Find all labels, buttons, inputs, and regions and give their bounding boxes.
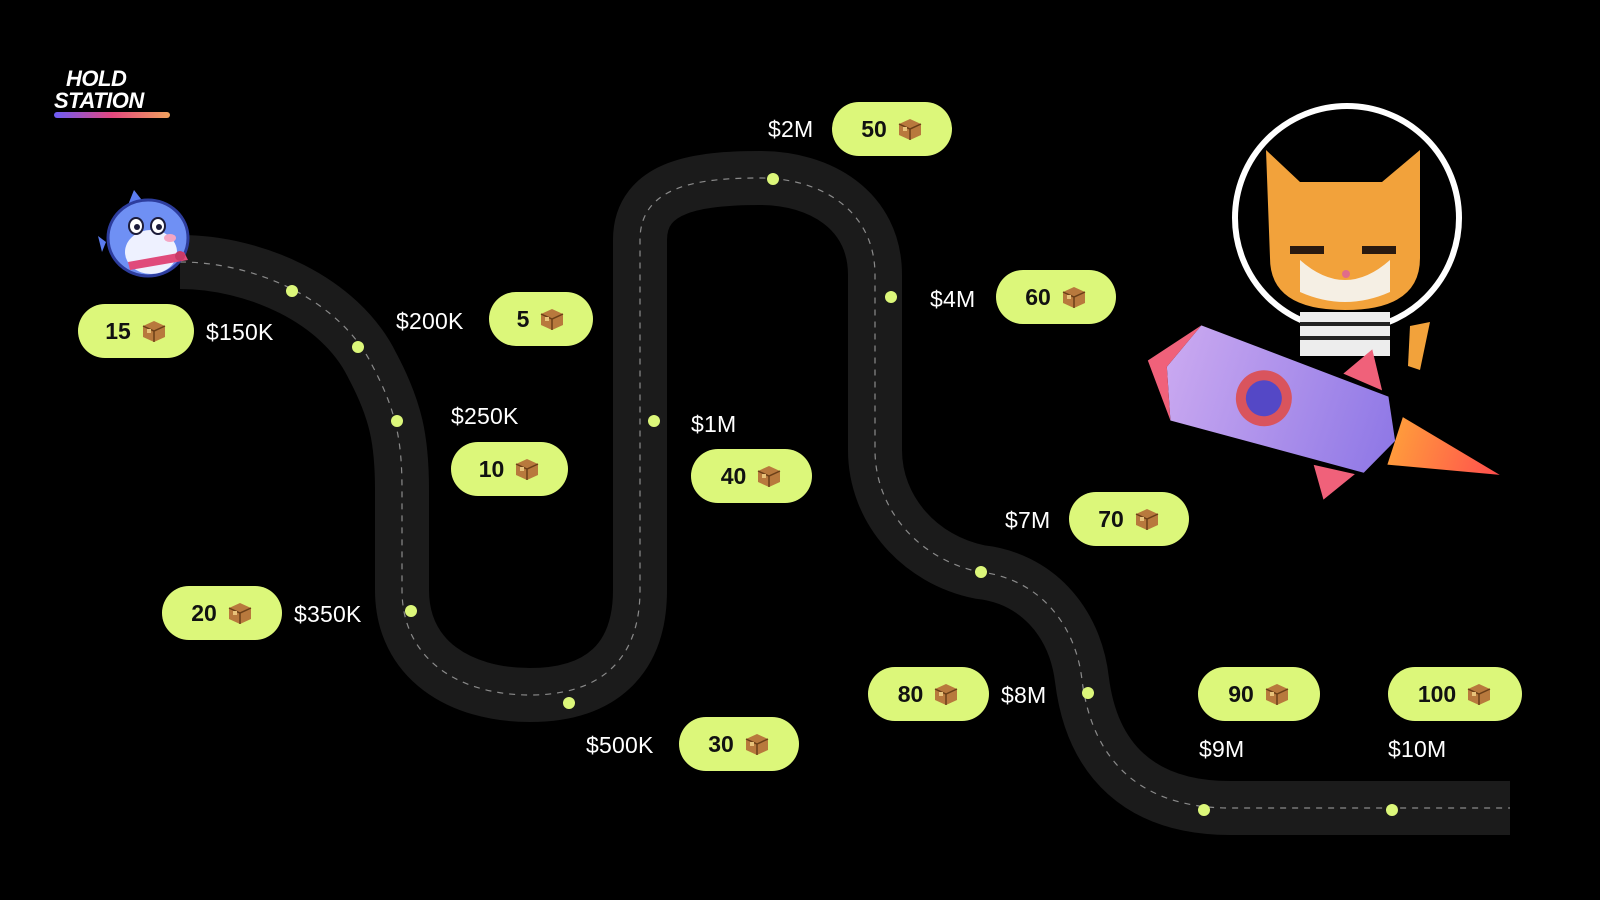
reward-pill: 30 [679, 717, 799, 771]
milestone-amount: $500K [586, 732, 654, 758]
checkpoint-dot-icon [405, 605, 417, 617]
checkpoint-dot-icon [1386, 804, 1398, 816]
reward-pill: 60 [996, 270, 1116, 324]
reward-count: 10 [478, 455, 505, 482]
milestone-amount: $10M [1388, 736, 1447, 762]
reward-pill: 15 [78, 304, 194, 358]
reward-pill: 90 [1198, 667, 1320, 721]
checkpoint-dot-icon [286, 285, 298, 297]
mystery-box-icon [1135, 509, 1159, 530]
checkpoint-dot-icon [1082, 687, 1094, 699]
reward-pill: 20 [162, 586, 282, 640]
checkpoint-dot-icon [1198, 804, 1210, 816]
logo-line2: STATION [54, 88, 144, 113]
reward-pill: 5 [489, 292, 593, 346]
milestone-amount: $9M [1199, 736, 1245, 762]
shark-mascot-icon [98, 190, 190, 278]
reward-pill: 80 [868, 667, 989, 721]
reward-pill: 100 [1388, 667, 1522, 721]
mystery-box-icon [757, 466, 781, 487]
checkpoint-dot-icon [391, 415, 403, 427]
logo: HOLD STATION [54, 68, 174, 120]
logo-swoosh [54, 112, 170, 118]
mystery-box-icon [1265, 684, 1289, 705]
mystery-box-icon [898, 119, 922, 140]
road [179, 151, 1510, 835]
astronaut-cat-rocket-icon [1147, 103, 1500, 500]
mystery-box-icon [515, 459, 539, 480]
milestone-amount: $1M [691, 411, 737, 437]
checkpoint-dot-icon [563, 697, 575, 709]
mystery-box-icon [745, 734, 769, 755]
checkpoint-dot-icon [975, 566, 987, 578]
checkpoint-dot-icon [648, 415, 660, 427]
mystery-box-icon [1062, 287, 1086, 308]
milestone-amount: $250K [451, 403, 519, 429]
logo-line1: HOLD [66, 66, 127, 91]
mystery-box-icon [541, 309, 564, 330]
checkpoints [286, 173, 1398, 816]
reward-count: 70 [1098, 505, 1124, 532]
checkpoint-dot-icon [885, 291, 897, 303]
reward-count: 60 [1025, 283, 1051, 310]
reward-pill: 40 [691, 449, 812, 503]
milestone-amount: $4M [930, 286, 976, 312]
mystery-box-icon [228, 603, 252, 624]
reward-count: 15 [105, 317, 131, 344]
reward-pill: 10 [451, 442, 568, 496]
reward-count: 30 [708, 730, 734, 757]
road-center-line [179, 177, 1510, 809]
reward-pill: 70 [1069, 492, 1189, 546]
checkpoint-dot-icon [767, 173, 779, 185]
reward-count: 40 [720, 462, 747, 489]
milestone-amount: $8M [1001, 682, 1047, 708]
reward-count: 90 [1228, 680, 1254, 707]
milestone-amount: $2M [768, 116, 814, 142]
mystery-box-icon [142, 321, 166, 342]
milestone-amount: $200K [396, 308, 464, 334]
milestone-amount: $7M [1005, 507, 1051, 533]
mystery-box-icon [1467, 684, 1491, 705]
reward-count: 5 [516, 305, 530, 332]
milestone-amount: $350K [294, 601, 362, 627]
reward-pill: 50 [832, 102, 952, 156]
reward-count: 100 [1417, 680, 1457, 707]
milestone-amount: $150K [206, 319, 274, 345]
reward-count: 50 [861, 115, 887, 142]
reward-count: 20 [191, 599, 217, 626]
checkpoint-dot-icon [352, 341, 364, 353]
mystery-box-icon [934, 684, 958, 705]
reward-count: 80 [897, 680, 924, 707]
